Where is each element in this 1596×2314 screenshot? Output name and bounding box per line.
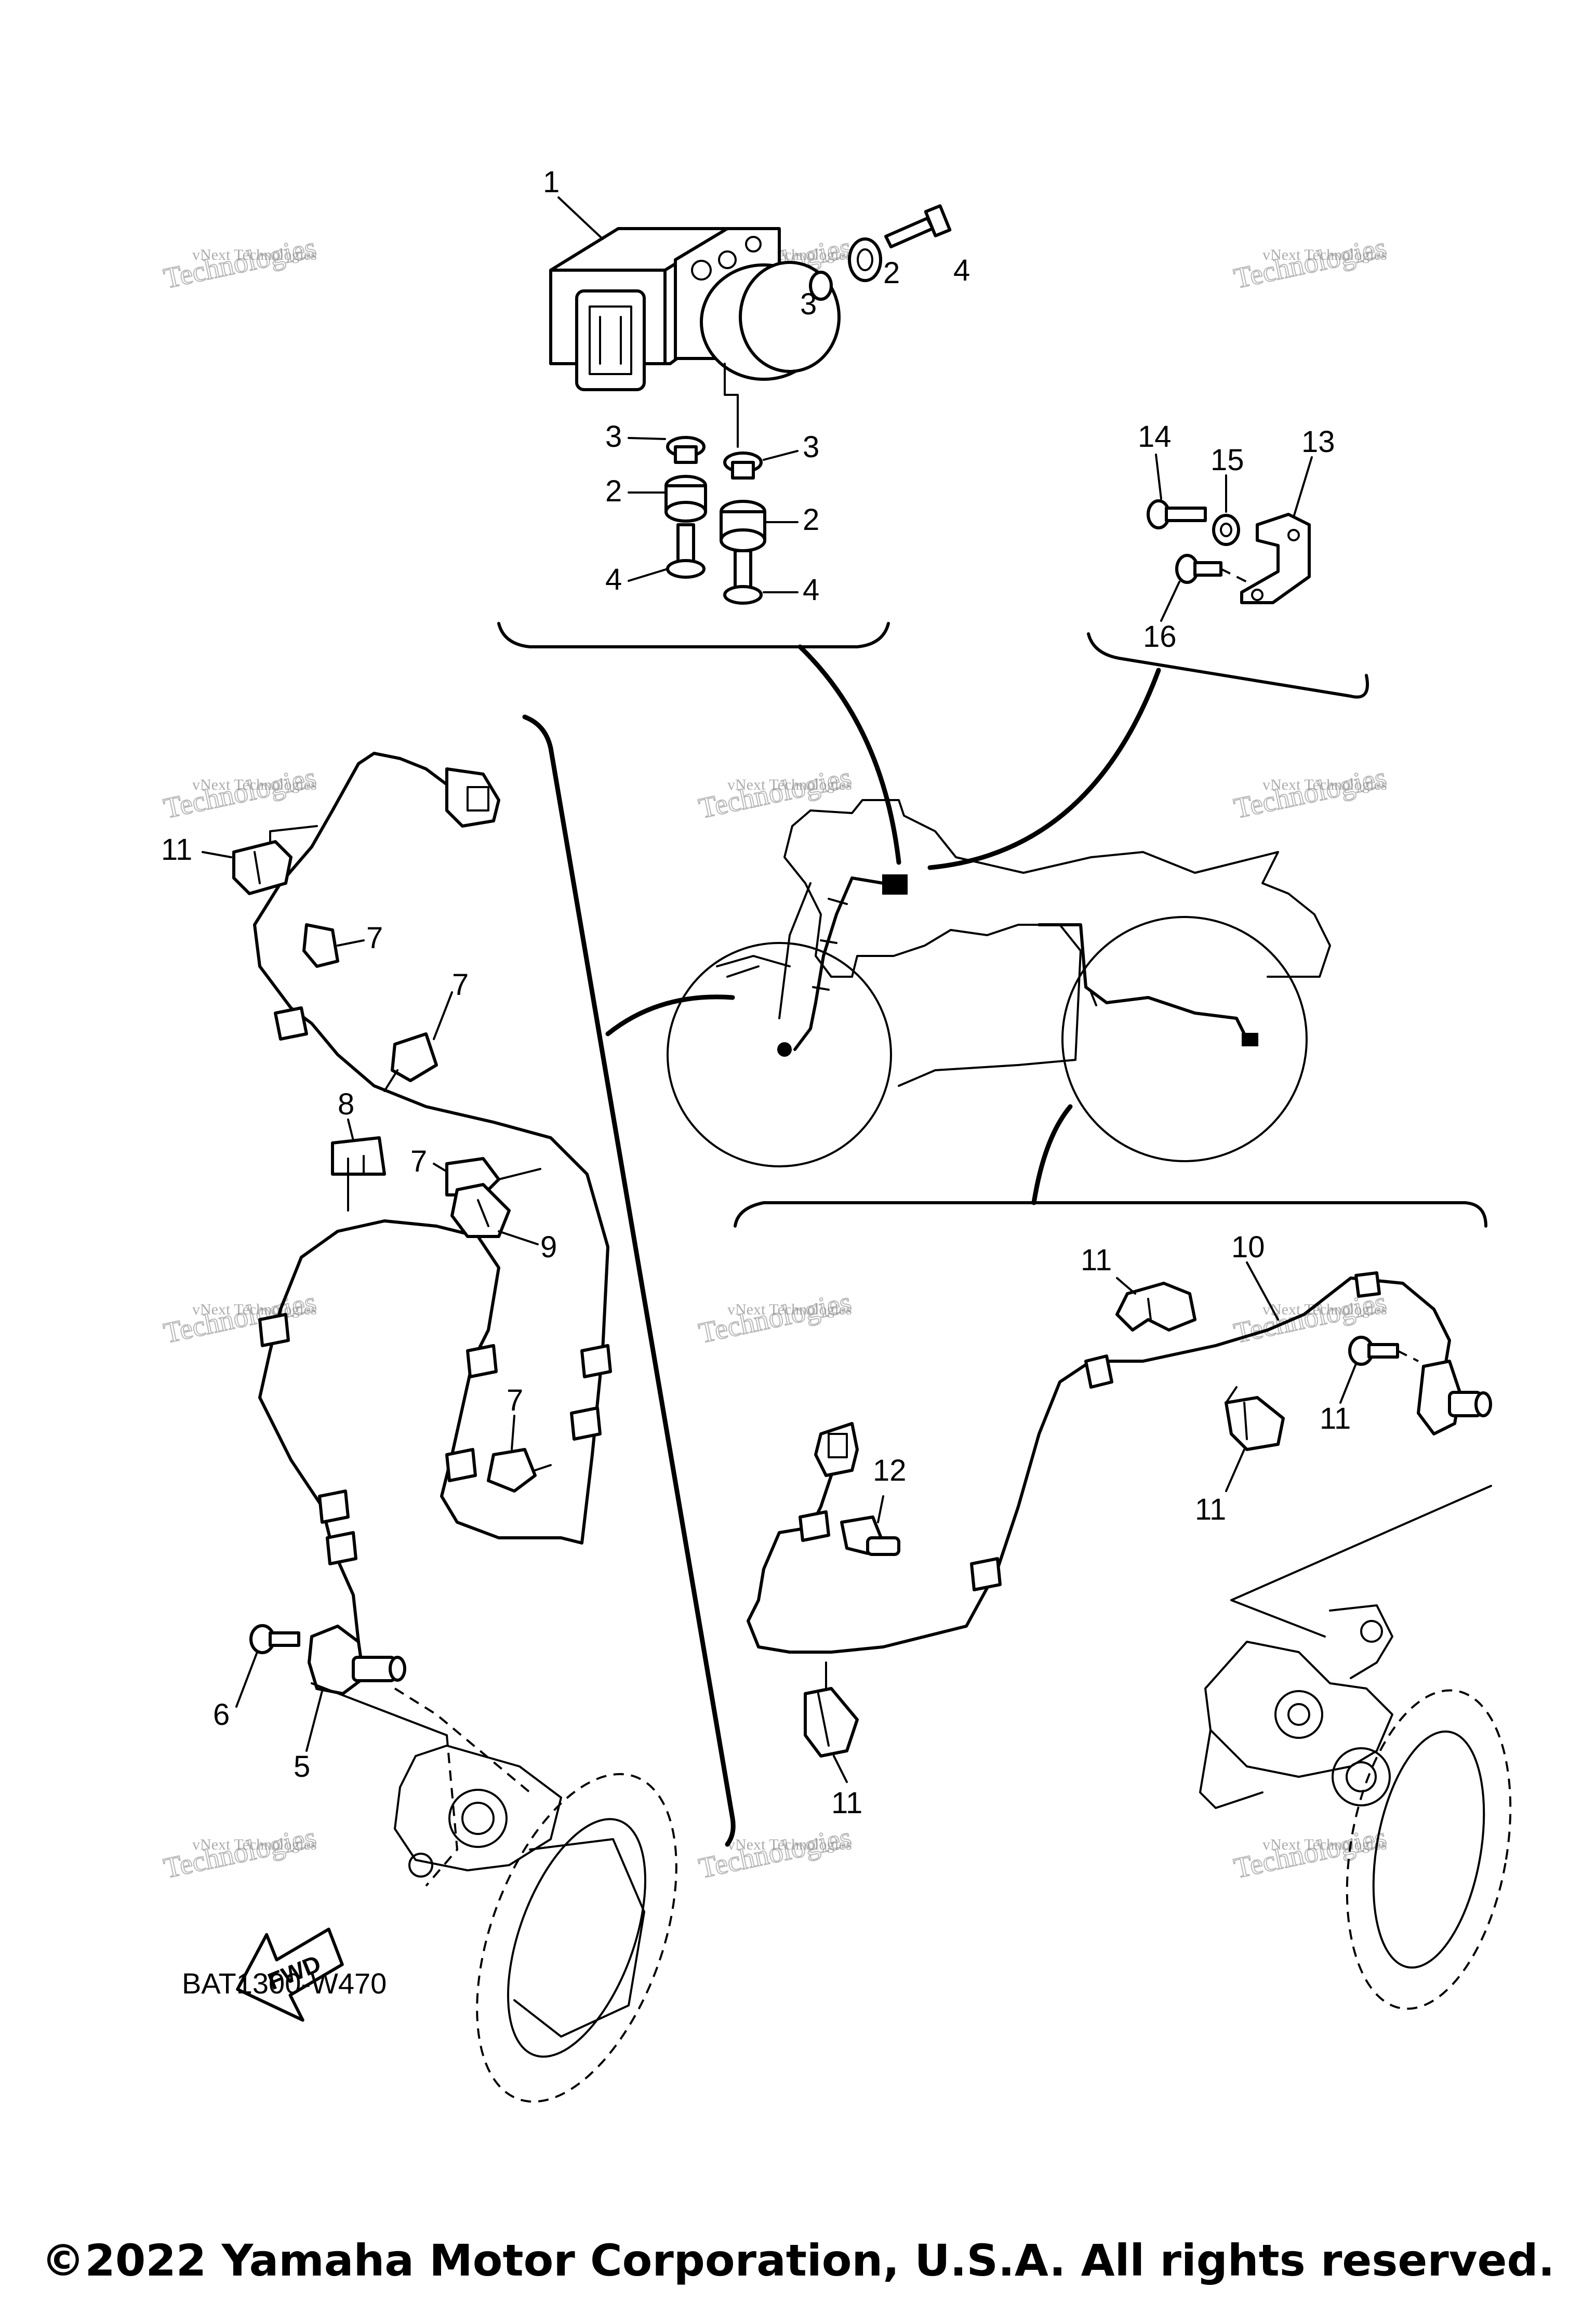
watermark-text: Technologies xyxy=(696,761,854,825)
watermark-text: vNext Technologies xyxy=(192,246,317,263)
callout-16: 16 xyxy=(1143,620,1177,654)
watermark-text: Technologies xyxy=(1231,761,1389,825)
callout-labels: 1 2 2 3 4 3 3 2 2 4 4 14 15 13 16 11 7 7… xyxy=(161,165,1357,1820)
watermark-text: vNext Technologies xyxy=(727,1301,852,1318)
watermark-text: Technologies xyxy=(696,1821,854,1885)
callout-9: 10 xyxy=(1231,1230,1265,1264)
bracket-leader-line xyxy=(927,668,1161,870)
abs-bracket-line xyxy=(497,622,890,648)
watermark-text: Technologies xyxy=(161,231,319,295)
watermark-text: Technologies xyxy=(161,1286,319,1350)
abs-hydraulic-unit xyxy=(549,227,841,448)
callout-2: 2 xyxy=(883,256,900,290)
callout-6: 6 xyxy=(213,1698,230,1732)
callout-8: 9 xyxy=(540,1230,557,1264)
callout-11: 11 xyxy=(1195,1493,1226,1526)
callout-12: 12 xyxy=(873,1454,907,1487)
callout-3: 3 xyxy=(803,430,819,464)
watermark-text: Technologies xyxy=(161,761,319,825)
watermark-text: vNext Technologies xyxy=(727,1836,852,1853)
rear-brake-rotor xyxy=(1199,1604,1512,2010)
callout-11: 11 xyxy=(831,1786,862,1820)
watermark-text: vNext Technologies xyxy=(192,776,317,793)
callout-13: 13 xyxy=(1301,425,1335,459)
callout-2: 2 xyxy=(803,503,819,537)
watermark-text: vNext Technologies xyxy=(192,1836,317,1853)
abs-mount-parts xyxy=(664,204,952,605)
callout-5: 5 xyxy=(294,1750,310,1784)
copyright-notice: ©2022 Yamaha Motor Corporation, U.S.A. A… xyxy=(41,2235,1555,2286)
rear-wheel-sensor-harness xyxy=(747,1271,1492,1758)
rear-section-brace xyxy=(734,1201,1487,1228)
callout-11: 11 xyxy=(1081,1243,1112,1277)
callout-7: 7 xyxy=(507,1384,523,1417)
watermark-text: vNext Technologies xyxy=(727,776,852,793)
motorcycle-silhouette xyxy=(667,799,1331,1167)
front-wheel-sensor-harness xyxy=(232,752,612,1736)
callout-7: 7 xyxy=(410,1145,427,1178)
rear-leader-line xyxy=(1031,1104,1073,1205)
front-section-divider xyxy=(522,714,736,1847)
callout-2: 2 xyxy=(605,474,622,508)
watermark-text: vNext Technologies xyxy=(1262,1301,1387,1318)
watermark-text: vNext Technologies xyxy=(1262,246,1387,263)
callout-15: 15 xyxy=(1211,443,1244,477)
drawing-code: BAT1300-W470 xyxy=(182,1967,387,2000)
callout-4: 4 xyxy=(953,254,970,287)
forward-arrow: FWD xyxy=(236,1927,344,2022)
callout-14: 14 xyxy=(1138,420,1172,454)
callout-4: 4 xyxy=(605,563,622,596)
front-leader-line xyxy=(605,994,735,1036)
callout-7: 7 xyxy=(452,968,469,1002)
callout-11: 11 xyxy=(161,833,192,867)
abs-leader-line xyxy=(797,644,901,865)
callout-1: 1 xyxy=(543,165,560,199)
callout-4: 4 xyxy=(803,573,819,607)
watermark-text: Technologies xyxy=(1231,231,1389,295)
callout-7: 7 xyxy=(366,921,383,955)
watermark-text: Technologies xyxy=(161,1821,319,1885)
watermark-text: Technologies xyxy=(696,1286,854,1350)
watermark-text: vNext Technologies xyxy=(192,1301,317,1318)
watermark-text: vNext Technologies xyxy=(1262,1836,1387,1853)
bracket-assembly xyxy=(1147,499,1311,604)
callout-8: 8 xyxy=(338,1087,354,1121)
front-brake-rotor xyxy=(394,1687,677,2103)
callout-10: 11 xyxy=(1320,1402,1351,1435)
watermark-text: vNext Technologies xyxy=(1262,776,1387,793)
bracket-brace-line xyxy=(1087,632,1369,699)
callout-3: 3 xyxy=(800,287,817,321)
watermark-text: Technologies xyxy=(1231,1821,1389,1885)
callout-3: 3 xyxy=(605,420,622,454)
